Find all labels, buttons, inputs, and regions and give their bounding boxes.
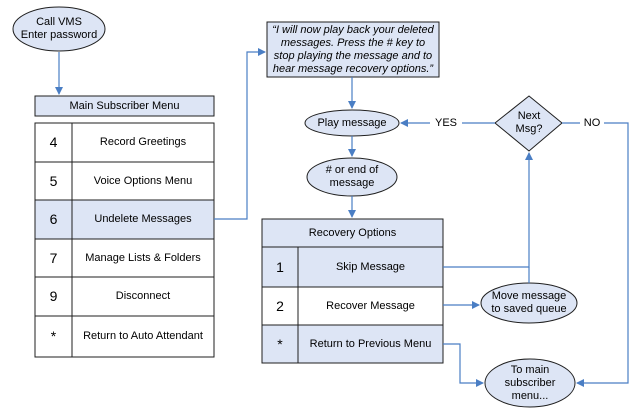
hash-or-end-line1: # or end of — [325, 164, 379, 176]
menu-item-record-greetings: Record Greetings — [99, 136, 187, 148]
to-main-line1: To main — [510, 363, 550, 376]
menu-item-disconnect: Disconnect — [115, 290, 171, 302]
menu-key-5: 5 — [49, 172, 58, 189]
menu-item-voice-options: Voice Options Menu — [93, 174, 193, 187]
recovery-item-skip: Skip Message — [335, 260, 406, 273]
to-main-oval — [484, 358, 576, 408]
to-main-line2: subscriber — [504, 376, 556, 389]
arrow-return-to-main — [443, 343, 484, 387]
move-message-line2: to saved queue — [491, 303, 567, 315]
recovery-item-recover: Recover Message — [326, 299, 415, 312]
no-label: NO — [580, 116, 604, 130]
menu-key-4: 4 — [49, 134, 58, 150]
recovery-title: Recovery Options — [308, 226, 397, 239]
playback-note-box — [266, 21, 440, 78]
recovery-key-2: 2 — [276, 297, 284, 314]
start-line2: Enter password — [20, 29, 98, 41]
arrow-no-to-main — [562, 122, 629, 387]
to-main-line3: menu... — [511, 389, 549, 402]
recovery-options-table — [261, 218, 444, 364]
recovery-key-star: * — [277, 335, 283, 352]
next-msg-diamond — [494, 95, 563, 152]
arrow-undelete-to-note — [214, 48, 266, 220]
move-message-line1: Move message — [491, 290, 567, 302]
menu-key-9: 9 — [49, 288, 58, 304]
main-menu-table — [34, 95, 215, 358]
recovery-key-1: 1 — [276, 258, 284, 275]
start-line1: Call VMS — [36, 16, 82, 28]
hash-or-end-line2: message — [329, 177, 375, 189]
menu-item-return-auto-attendant: Return to Auto Attendant — [83, 330, 203, 342]
yes-label: YES — [430, 116, 462, 130]
menu-item-undelete-messages: Undelete Messages — [94, 213, 192, 225]
playback-note-text: “I will now play back your deleted messa… — [272, 23, 434, 75]
main-menu-title: Main Subscriber Menu — [69, 99, 180, 112]
recovery-item-return: Return to Previous Menu — [309, 337, 432, 350]
menu-item-manage-lists: Manage Lists & Folders — [85, 251, 201, 264]
arrow-skip-to-decision — [443, 152, 533, 268]
menu-key-star: * — [50, 328, 57, 344]
decision-line1: Next — [517, 110, 541, 122]
menu-key-6: 6 — [49, 211, 58, 227]
play-message-label: Play message — [317, 116, 387, 129]
menu-key-7: 7 — [49, 249, 58, 266]
decision-line2: Msg? — [515, 123, 543, 135]
start-oval — [12, 6, 106, 52]
